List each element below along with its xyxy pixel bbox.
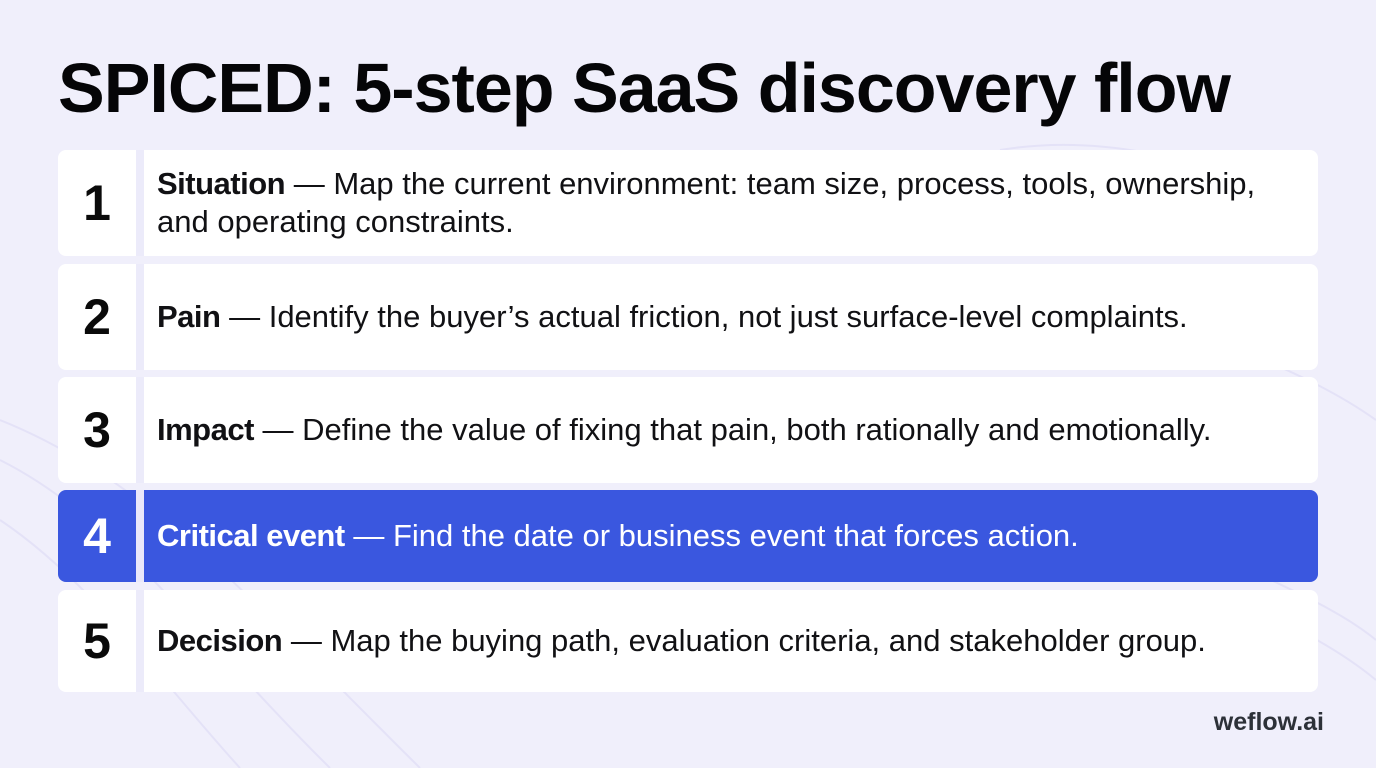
step-description: Identify the buyer’s actual friction, no… <box>268 299 1188 334</box>
step-term: Situation <box>157 166 286 201</box>
brand-logo-text: weflow.ai <box>1213 708 1324 736</box>
step-description: Map the buying path, evaluation criteria… <box>330 623 1206 658</box>
separator: — <box>220 299 269 334</box>
step-number: 5 <box>58 590 136 692</box>
step-row-critical-event: 4 Critical event — Find the date or busi… <box>58 490 1318 582</box>
step-row-pain: 2 Pain — Identify the buyer’s actual fri… <box>58 264 1318 370</box>
step-number: 4 <box>58 490 136 582</box>
separator: — <box>344 518 393 553</box>
divider <box>136 590 144 692</box>
step-row-situation: 1 Situation — Map the current environmen… <box>58 150 1318 256</box>
page-title: SPICED: 5-step SaaS discovery flow <box>58 49 1231 127</box>
step-term: Pain <box>157 299 221 334</box>
step-number: 2 <box>58 264 136 370</box>
step-number: 1 <box>58 150 136 256</box>
step-text: Critical event — Find the date or busine… <box>144 490 1318 582</box>
step-term: Impact <box>157 412 254 447</box>
separator: — <box>285 166 334 201</box>
step-row-impact: 3 Impact — Define the value of fixing th… <box>58 377 1318 483</box>
step-row-decision: 5 Decision — Map the buying path, evalua… <box>58 590 1318 692</box>
separator: — <box>253 412 303 447</box>
step-text: Impact — Define the value of fixing that… <box>144 377 1318 483</box>
step-text: Situation — Map the current environment:… <box>144 150 1318 256</box>
divider <box>136 150 144 256</box>
divider <box>136 490 144 582</box>
divider <box>136 264 144 370</box>
step-description: Define the value of fixing that pain, bo… <box>302 412 1212 447</box>
step-term: Decision <box>157 623 283 658</box>
step-text: Decision — Map the buying path, evaluati… <box>144 590 1318 692</box>
step-number: 3 <box>58 377 136 483</box>
divider <box>136 377 144 483</box>
step-description: Map the current environment: team size, … <box>157 166 1256 239</box>
separator: — <box>282 623 331 658</box>
step-text: Pain — Identify the buyer’s actual frict… <box>144 264 1318 370</box>
step-description: Find the date or business event that for… <box>392 518 1079 553</box>
step-term: Critical event <box>157 518 345 553</box>
